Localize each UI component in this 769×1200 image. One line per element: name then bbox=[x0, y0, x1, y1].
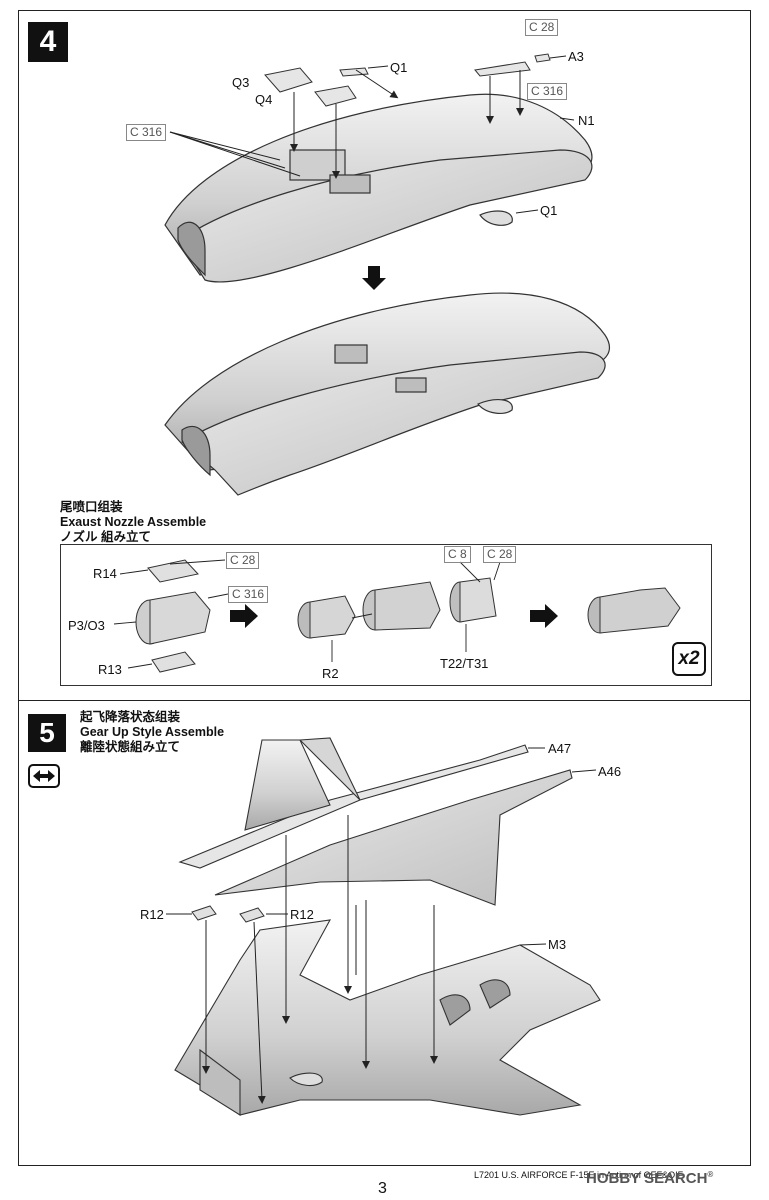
nozzle-heading: 尾喷口组装 Exaust Nozzle Assemble ノズル 組み立て bbox=[60, 500, 206, 545]
label-c316-left: C 316 bbox=[126, 124, 167, 141]
step-5-badge: 5 bbox=[28, 714, 66, 752]
label-q4: Q4 bbox=[255, 92, 273, 107]
label-c8: C 8 bbox=[444, 546, 471, 563]
step5-small-parts bbox=[191, 905, 265, 923]
label-m3: M3 bbox=[548, 937, 567, 952]
label-r14: R14 bbox=[93, 566, 117, 581]
fuselage-exploded bbox=[164, 93, 593, 283]
step4-small-parts bbox=[264, 53, 551, 107]
page-frame bbox=[18, 10, 751, 1166]
down-arrow-icon bbox=[362, 266, 386, 290]
quantity-x2-badge: x2 bbox=[672, 642, 706, 676]
fuselage-assembled bbox=[164, 292, 610, 496]
step5-heading: 起飞降落状态组装 Gear Up Style Assemble 離陸状態組み立て bbox=[80, 710, 224, 755]
swap-arrows-icon bbox=[33, 770, 55, 782]
label-c316-nozzle: C 316 bbox=[228, 586, 269, 603]
wing-lower-part bbox=[214, 769, 573, 906]
nozzle-subassembly-box bbox=[60, 544, 712, 686]
step5-guide-lines bbox=[166, 747, 597, 1104]
swap-icon-frame bbox=[28, 764, 60, 788]
step4-guide-lines bbox=[169, 55, 575, 214]
page-number: 3 bbox=[378, 1180, 387, 1197]
nozzle-parts bbox=[135, 559, 681, 673]
label-q1-bottom: Q1 bbox=[540, 203, 558, 218]
nozzle-title-jp: ノズル 組み立て bbox=[60, 530, 151, 544]
footer-product-line: L7201 U.S. AIRFORCE F-15E in Action of O… bbox=[474, 1170, 684, 1180]
label-c28-top: C 28 bbox=[525, 19, 559, 36]
step-4-badge: 4 bbox=[28, 22, 68, 62]
label-r12-right: R12 bbox=[290, 907, 314, 922]
right-arrow-icons bbox=[230, 604, 558, 628]
label-c28-b: C 28 bbox=[483, 546, 517, 563]
label-r12-left: R12 bbox=[140, 907, 164, 922]
label-c28-a: C 28 bbox=[226, 552, 260, 569]
label-p3-o3: P3/O3 bbox=[68, 618, 105, 633]
watermark-registered: ® bbox=[707, 1170, 714, 1179]
label-t22-t31: T22/T31 bbox=[440, 656, 489, 671]
label-q3: Q3 bbox=[232, 75, 250, 90]
label-c316-right: C 316 bbox=[527, 83, 568, 100]
wing-upper-part bbox=[178, 737, 529, 869]
label-a47: A47 bbox=[548, 741, 572, 756]
label-a46: A46 bbox=[598, 764, 622, 779]
label-r13: R13 bbox=[98, 662, 122, 677]
section-divider bbox=[18, 700, 751, 701]
step5-title-en: Gear Up Style Assemble bbox=[80, 725, 225, 739]
watermark-text: HOBBY SEARCH bbox=[586, 1170, 708, 1187]
label-q1-top: Q1 bbox=[390, 60, 408, 75]
lower-fuselage-part bbox=[174, 919, 601, 1116]
watermark-logo: HOBBY SEARCH® bbox=[586, 1170, 713, 1187]
label-a3: A3 bbox=[568, 49, 584, 64]
nozzle-title-cn: 尾喷口组装 bbox=[60, 500, 123, 514]
label-n1: N1 bbox=[578, 113, 595, 128]
nozzle-guide-lines bbox=[113, 559, 501, 669]
nozzle-title-en: Exaust Nozzle Assemble bbox=[60, 515, 207, 529]
step5-title-cn: 起飞降落状态组装 bbox=[80, 710, 181, 724]
step5-title-jp: 離陸状態組み立て bbox=[80, 740, 181, 754]
label-r2: R2 bbox=[322, 666, 339, 681]
